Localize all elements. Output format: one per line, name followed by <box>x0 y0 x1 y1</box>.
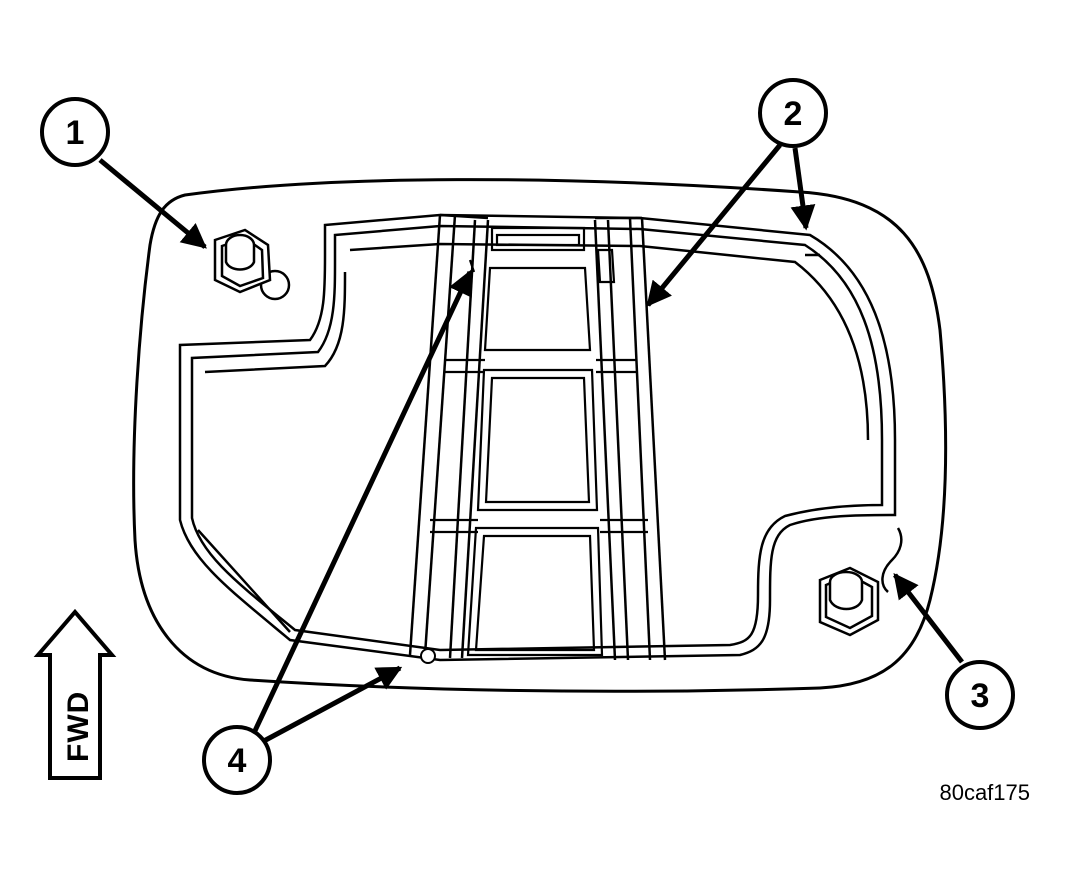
leader-4a <box>250 269 473 737</box>
baffle-rails <box>408 213 667 661</box>
callout-2: 2 <box>758 78 828 148</box>
drain-hole <box>420 648 436 664</box>
bolt-upper-left <box>213 228 291 301</box>
leader-4b <box>260 665 403 745</box>
callout-4-label: 4 <box>228 742 247 780</box>
bolt-lower-right <box>818 566 880 637</box>
leader-2a <box>646 143 782 307</box>
pan-inner-flange <box>178 213 897 662</box>
gasket-lip <box>881 527 903 593</box>
leader-3 <box>893 573 964 664</box>
figure-id: 80caf175 <box>939 780 1030 805</box>
callout-1: 1 <box>40 97 110 167</box>
callout-1-label: 1 <box>66 114 85 152</box>
fwd-label: FWD <box>62 691 95 762</box>
callout-2-label: 2 <box>784 95 803 133</box>
callout-3: 3 <box>945 660 1015 730</box>
pan-outer-outline <box>132 178 948 693</box>
leader-arrows <box>98 143 964 745</box>
leader-2b <box>790 147 816 231</box>
callout-4: 4 <box>202 725 272 795</box>
fwd-arrow: FWD <box>33 608 117 780</box>
callout-3-label: 3 <box>971 677 990 715</box>
leader-1 <box>98 158 207 249</box>
baffle-cells <box>430 226 648 657</box>
